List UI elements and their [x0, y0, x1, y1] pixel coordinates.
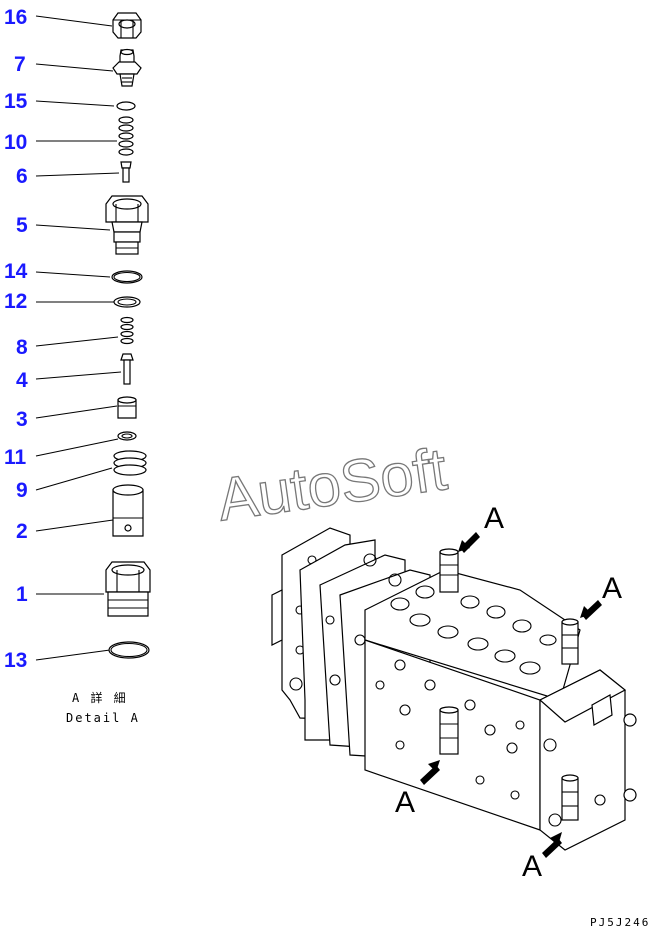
callout-5: 5: [16, 214, 111, 237]
relief-valve-bottom: [561, 774, 579, 821]
watermark-text: AutoSoft: [213, 435, 451, 533]
arrow-marker-3: A: [395, 760, 440, 819]
callout-number: 1: [16, 583, 28, 606]
part-2-piston: [112, 484, 144, 537]
detail-caption-en: Detail A: [66, 711, 140, 725]
callout-number: 11: [4, 446, 27, 469]
part-12-backup-ring: [113, 296, 141, 308]
marker-letter: A: [395, 786, 415, 819]
part-1-body: [105, 561, 151, 617]
callout-number: 2: [16, 520, 28, 543]
callout-2: 2: [16, 519, 114, 543]
drawing-code: PJ5J246: [590, 916, 650, 929]
part-3-sleeve: [117, 396, 137, 419]
callout-10: 10: [4, 131, 117, 154]
callout-14: 14: [4, 260, 111, 283]
callout-number: 6: [16, 165, 28, 188]
part-4-pin: [120, 353, 134, 385]
callout-number: 16: [4, 6, 27, 29]
callout-number: 7: [14, 53, 26, 76]
part-16-cap-nut: [112, 12, 142, 39]
callout-number: 5: [16, 214, 28, 237]
relief-valve-top: [439, 548, 459, 593]
part-13-o-ring: [108, 641, 150, 659]
callout-number: 9: [16, 479, 28, 502]
part-9-spring: [113, 450, 147, 476]
callout-4: 4: [16, 369, 122, 392]
detail-caption: A 詳 細 Detail A: [66, 690, 140, 725]
callout-number: 15: [4, 90, 28, 113]
callout-7: 7: [14, 53, 114, 76]
callout-3: 3: [16, 405, 118, 431]
arrow-marker-1: A: [458, 502, 504, 553]
control-valve-assembly: [271, 527, 637, 851]
callout-8: 8: [16, 336, 119, 359]
callout-15: 15: [4, 90, 115, 113]
callout-number: 12: [4, 290, 27, 313]
part-7-adjust-screw: [112, 48, 142, 87]
part-14-o-ring: [111, 270, 143, 284]
callout-1: 1: [16, 583, 104, 606]
marker-letter: A: [522, 850, 542, 883]
callout-9: 9: [16, 467, 113, 502]
callout-11: 11: [4, 438, 119, 469]
relief-valve-front: [439, 706, 459, 755]
callout-number: 14: [4, 260, 28, 283]
part-5-valve-body: [105, 195, 149, 255]
part-8-spring: [120, 316, 134, 345]
callout-number: 8: [16, 336, 28, 359]
callout-number: 10: [4, 131, 27, 154]
marker-letter: A: [602, 572, 622, 605]
part-6-poppet: [120, 161, 132, 183]
arrow-marker-2: A: [580, 572, 622, 620]
callout-6: 6: [16, 165, 120, 188]
callout-13: 13: [4, 649, 111, 672]
callout-16: 16: [4, 6, 113, 29]
callout-number: 4: [16, 369, 28, 392]
part-10-spring: [118, 116, 134, 156]
arrow-marker-4: A: [522, 832, 562, 883]
detail-caption-jp: A 詳 細: [72, 690, 128, 705]
callout-number: 13: [4, 649, 27, 672]
part-11-washer: [117, 431, 137, 441]
callout-number: 3: [16, 408, 28, 431]
callout-12: 12: [4, 290, 114, 313]
part-15-o-ring: [116, 101, 136, 111]
relief-valve-right: [561, 618, 579, 665]
marker-letter: A: [484, 502, 504, 535]
